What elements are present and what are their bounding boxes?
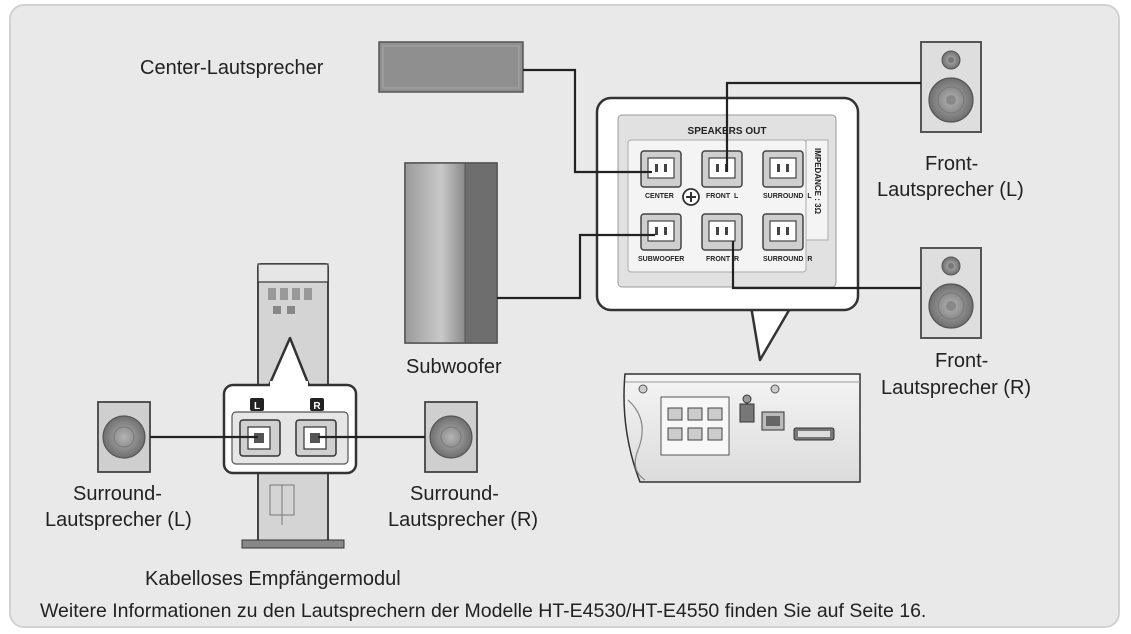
module-left-tag: L xyxy=(254,401,260,412)
terminal-surround-l xyxy=(762,150,804,188)
terminal-label-subwoofer: SUBWOOFER xyxy=(638,256,684,263)
impedance-label: IMPEDANCE : 3Ω xyxy=(813,148,822,215)
footnote: Weitere Informationen zu den Lautspreche… xyxy=(40,600,926,622)
terminal-label-center: CENTER xyxy=(645,193,674,200)
module-right-tag: R xyxy=(313,401,321,412)
terminal-label-surround-r: SURROUND R xyxy=(763,256,812,263)
surround-right-speaker xyxy=(424,401,478,473)
terminal-front-l xyxy=(701,150,743,188)
subwoofer xyxy=(404,162,498,344)
center-speaker-label: Center-Lautsprecher xyxy=(140,57,324,79)
cable-subwoofer xyxy=(497,233,655,300)
plus-icon xyxy=(682,188,700,206)
subwoofer-label: Subwoofer xyxy=(406,356,502,378)
cable-front-right xyxy=(731,241,921,290)
terminal-center xyxy=(640,150,682,188)
front-right-label-line1: Front- xyxy=(935,350,988,372)
surround-left-speaker xyxy=(97,401,151,473)
terminal-label-surround-l: SURROUND L xyxy=(763,193,812,200)
front-left-label-line1: Front- xyxy=(925,153,978,175)
terminal-label-front-l: FRONT L xyxy=(706,193,739,200)
surround-left-label-line1: Surround- xyxy=(73,483,162,505)
front-left-speaker xyxy=(920,41,982,133)
module-callout: L R xyxy=(222,336,358,475)
surround-right-label-line2: Lautsprecher (R) xyxy=(388,509,538,531)
surround-left-label-line2: Lautsprecher (L) xyxy=(45,509,192,531)
speaker-cables xyxy=(150,68,921,439)
terminal-front-r xyxy=(701,213,743,251)
surround-right-label-line1: Surround- xyxy=(410,483,499,505)
receiver-module-label: Kabelloses Empfängermodul xyxy=(145,568,401,590)
terminal-surround-r xyxy=(762,213,804,251)
center-speaker xyxy=(378,41,524,93)
front-right-speaker xyxy=(920,247,982,339)
cable-center xyxy=(523,68,652,174)
front-right-label-line2: Lautsprecher (R) xyxy=(881,377,1031,399)
speakers-out-panel: SPEAKERS OUT IMPEDANCE : 3Ω CENTER FRONT… xyxy=(595,96,860,362)
cable-front-left xyxy=(725,81,921,172)
front-left-label-line2: Lautsprecher (L) xyxy=(877,179,1024,201)
terminal-label-front-r: FRONT R xyxy=(706,256,739,263)
main-unit-rear xyxy=(623,373,861,483)
terminal-subwoofer xyxy=(640,213,682,251)
